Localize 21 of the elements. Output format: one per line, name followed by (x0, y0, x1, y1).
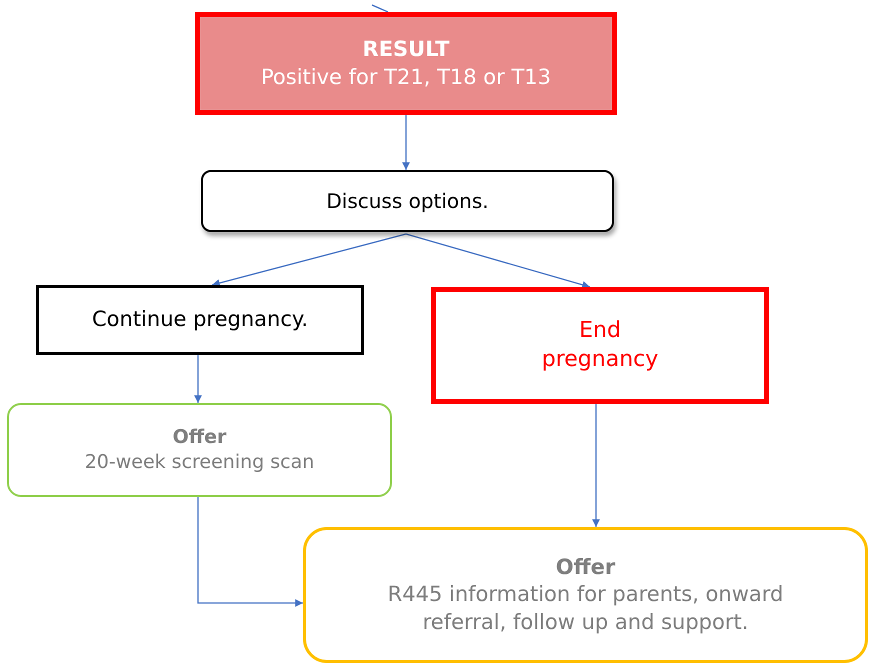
node-text: R445 information for parents, onward referral, follow up and support. (386, 581, 784, 636)
heading-text: Offer (556, 554, 616, 582)
arrow (212, 233, 406, 287)
arrow (406, 233, 590, 289)
heading-text: Offer (172, 425, 226, 450)
node-text: Continue pregnancy. (92, 306, 308, 334)
arrow (197, 497, 303, 607)
node-text: Positive for T21, T18 or T13 (260, 64, 551, 90)
process-box (201, 170, 614, 232)
offer-box (303, 527, 868, 663)
node-text: End pregnancy (542, 316, 658, 374)
arrow (592, 404, 600, 527)
heading-text: RESULT (362, 36, 450, 64)
process-box (36, 285, 364, 355)
node-text: Discuss options. (326, 188, 489, 214)
result-box (195, 12, 617, 115)
arrow (402, 115, 410, 170)
node-text: 20-week screening scan (84, 450, 314, 475)
offer-box (7, 403, 392, 497)
arrow (194, 355, 202, 403)
process-box (431, 287, 769, 404)
